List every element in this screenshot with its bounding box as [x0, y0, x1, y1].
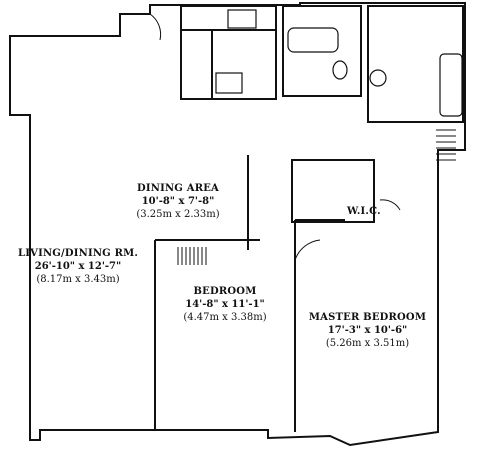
room-dimensions: 14'-8" x 11'-1" — [185, 299, 265, 310]
door-swing — [149, 13, 162, 41]
room-dimensions-metric: (3.25m x 2.33m) — [136, 209, 220, 220]
room-label-dining: DINING AREA 10'-8" x 7'-8" (3.25m x 2.33… — [118, 184, 238, 220]
bathroom-2 — [367, 5, 464, 123]
room-label-bedroom: BEDROOM 14'-8" x 11'-1" (4.47m x 3.38m) — [165, 287, 285, 323]
sink-icon — [215, 72, 243, 94]
room-name: W.I.C. — [347, 206, 381, 217]
bathroom-1 — [282, 5, 362, 97]
room-dimensions: 26'-10" x 12'-7" — [34, 261, 122, 272]
exterior-wall — [9, 2, 466, 447]
door-swing — [294, 239, 321, 261]
room-dimensions-metric: (5.26m x 3.51m) — [325, 338, 410, 349]
wic-outline — [291, 159, 375, 223]
kitchen — [180, 5, 277, 100]
door-swing — [379, 199, 401, 211]
room-dimensions: 17'-3" x 10'-6" — [327, 325, 408, 336]
bathtub-icon — [287, 27, 339, 53]
room-label-living: LIVING/DINING RM. 26'-10" x 12'-7" (8.17… — [18, 249, 138, 285]
room-label-master: MASTER BEDROOM 17'-3" x 10'-6" (5.26m x … — [300, 313, 435, 349]
room-dimensions-metric: (4.47m x 3.38m) — [183, 312, 267, 323]
room-name: DINING AREA — [137, 183, 219, 194]
room-dimensions-metric: (8.17m x 3.43m) — [36, 274, 120, 285]
room-name: BEDROOM — [193, 286, 257, 297]
room-name: LIVING/DINING RM. — [18, 248, 139, 259]
room-label-wic: W.I.C. — [347, 201, 381, 217]
stove-icon — [227, 9, 257, 29]
toilet-icon — [332, 60, 348, 80]
room-dimensions: 10'-8" x 7'-8" — [141, 196, 215, 207]
basin-icon — [369, 69, 387, 87]
room-name: MASTER BEDROOM — [308, 312, 427, 323]
shower-icon — [439, 53, 463, 117]
